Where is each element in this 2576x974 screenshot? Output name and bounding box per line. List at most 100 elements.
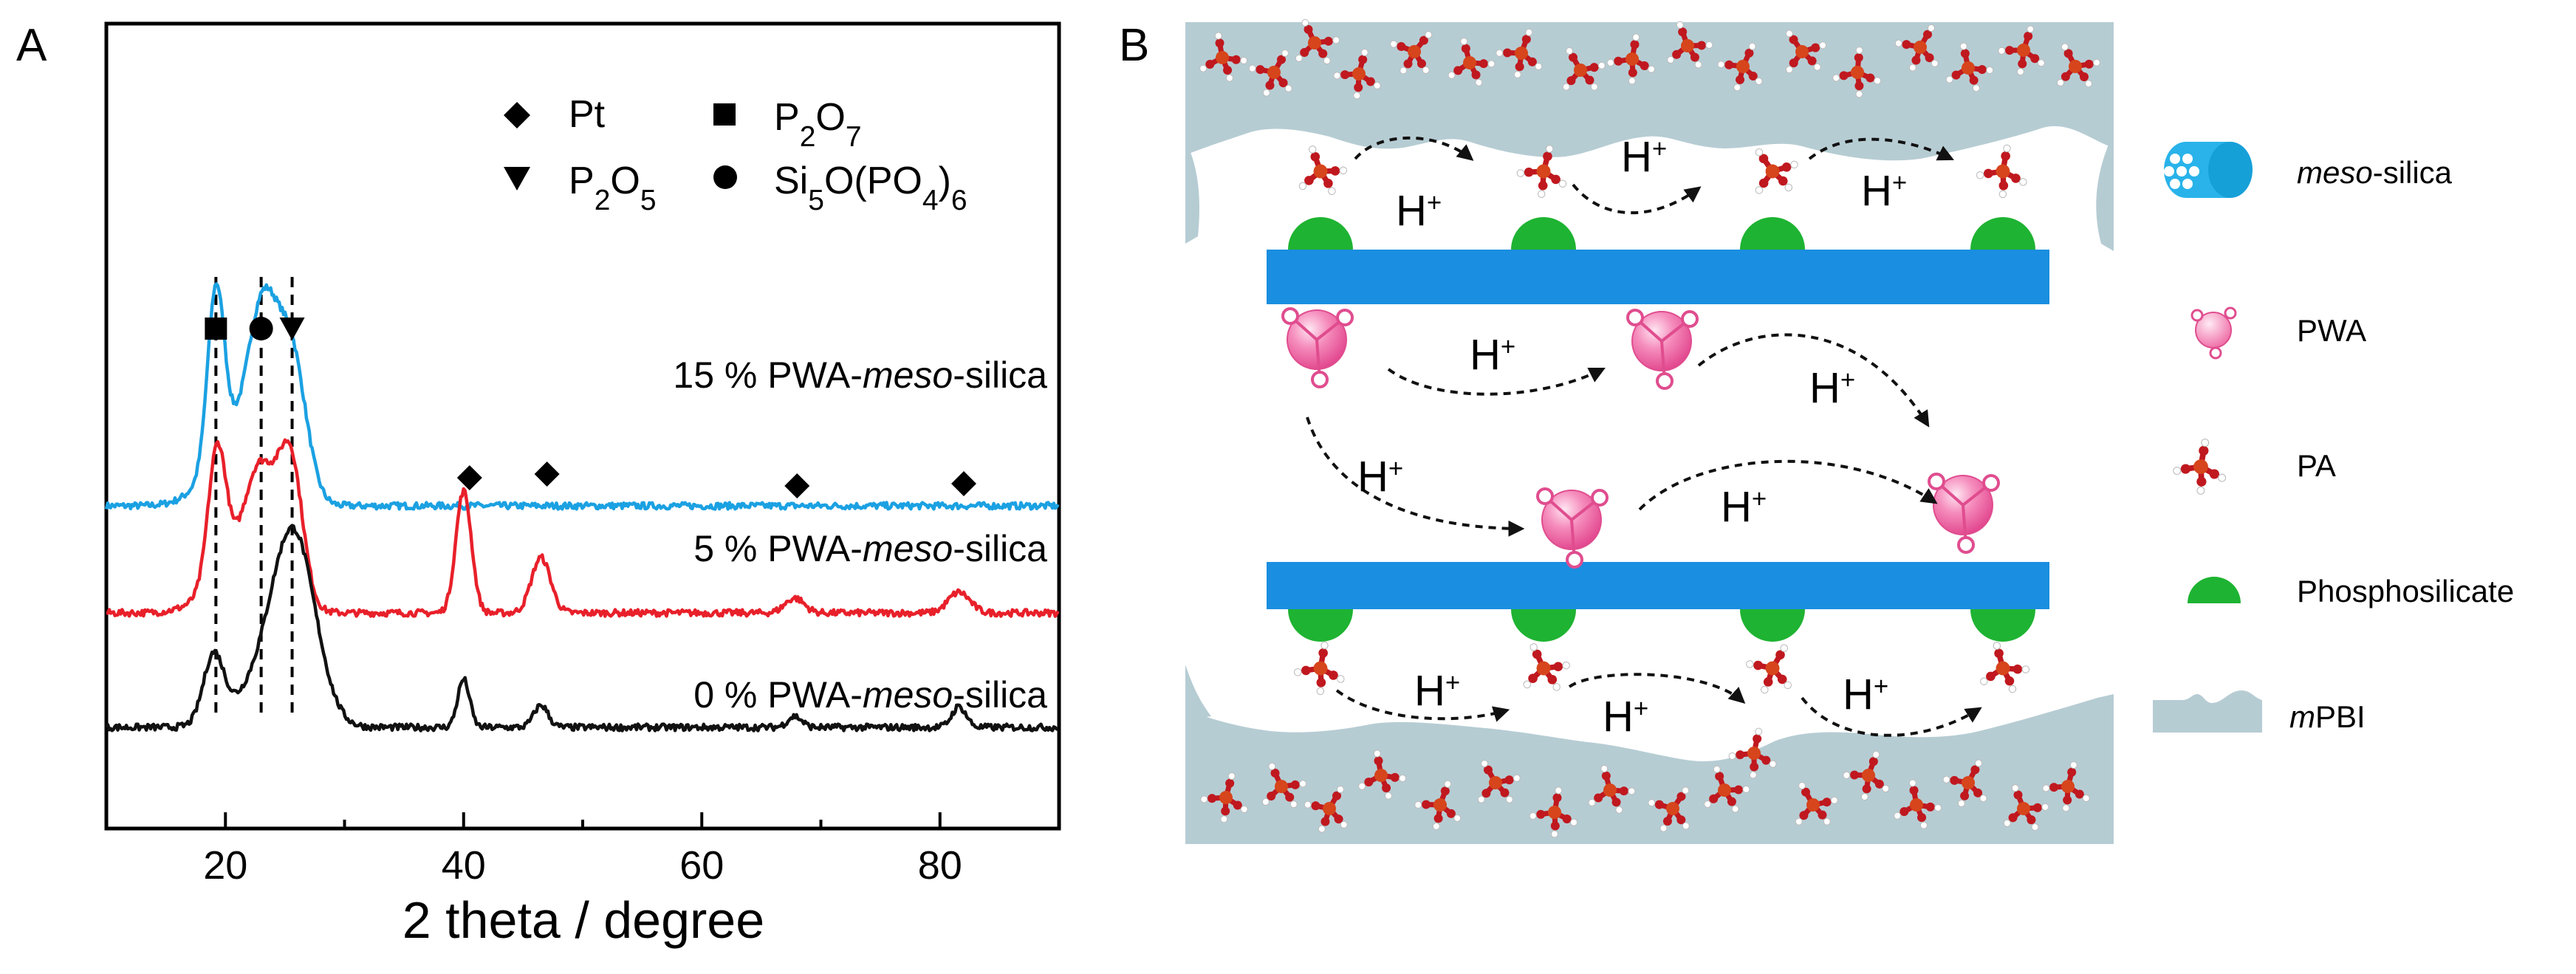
pwa-icon — [2190, 306, 2237, 360]
legend-label-pt: Pt — [569, 93, 606, 136]
x-tick-label: 40 — [442, 843, 486, 888]
pa-molecule — [2173, 439, 2227, 495]
pa-molecule — [1998, 25, 2045, 76]
pa-molecule — [1333, 49, 1381, 100]
proton-hop-arrow — [1572, 183, 1702, 215]
pa-molecule — [1516, 145, 1567, 199]
silica-bar-bottom — [1267, 562, 2049, 609]
pa-molecule — [1588, 765, 1636, 814]
proton-hop-arrow — [1306, 416, 1525, 537]
trace-label-5pct: 5 % PWA-meso-silica — [693, 528, 1047, 569]
pa-molecule — [1496, 28, 1543, 78]
proton-hop-arrow — [1808, 137, 1954, 161]
proton-label: H+ — [1861, 167, 1907, 215]
schematic-legend: meso-silica PWA PA Phosphosilicate mPBI — [2153, 142, 2514, 734]
pa-molecule — [1606, 33, 1656, 85]
proton-hop-arrow — [1697, 333, 1930, 428]
legend-mpbi-label: mPBI — [2289, 699, 2366, 734]
pa-molecule — [1529, 786, 1578, 838]
x-tick-label: 60 — [679, 843, 724, 888]
pa-molecule — [1704, 765, 1750, 813]
pa-molecule — [1976, 144, 2027, 199]
legend-diamond-marker — [504, 102, 530, 128]
pa-molecule — [1562, 47, 1606, 91]
proton-label: H+ — [1843, 671, 1888, 719]
peak-marker-diamond — [784, 473, 810, 498]
proton-label: H+ — [1621, 133, 1667, 181]
pa-molecule — [1390, 31, 1433, 75]
pa-molecule — [1980, 642, 2030, 693]
xrd-traces — [104, 282, 1060, 733]
legend-circle-marker — [713, 165, 737, 189]
pa-molecule — [1448, 38, 1496, 86]
proton-hop-arrow — [1387, 368, 1606, 396]
x-tick-label: 80 — [918, 843, 962, 888]
pa-molecule — [1248, 49, 1292, 97]
phosphosilicate-bottom — [1970, 609, 2035, 642]
phosphosilicate-top — [1970, 217, 2035, 250]
x-axis-label: 2 theta / degree — [402, 891, 764, 949]
pa-molecule — [2042, 761, 2090, 812]
pwa-molecule — [1536, 487, 1609, 569]
phosphosilicate-bottom — [1511, 609, 1576, 642]
pa-molecule — [1523, 643, 1570, 691]
trace-15-pwa-meso-silica — [104, 282, 1060, 511]
proton-label: H+ — [1721, 483, 1767, 531]
pa-molecule — [1728, 727, 1777, 779]
pwa-molecule — [1928, 473, 2000, 554]
pwa-molecules — [1281, 307, 2000, 569]
phosphoric-acid-molecules — [1199, 18, 2100, 838]
pa-molecule — [1942, 759, 1987, 807]
proton-hop-arrow — [1801, 696, 1982, 737]
legend-phosphosilicate-label: Phosphosilicate — [2297, 574, 2514, 608]
pa-molecule — [1293, 641, 1345, 696]
silica-bar-top — [1267, 250, 2049, 304]
pa-molecule — [1667, 21, 1713, 69]
pa-molecule — [1298, 145, 1348, 196]
proton-hop-arrow — [1568, 673, 1746, 704]
pa-molecule — [1414, 780, 1462, 830]
x-axis: 20 40 60 80 — [203, 812, 962, 888]
panel-a: A 20 40 60 80 2 theta / degree Pt P2O7 P2O5… — [16, 20, 1061, 949]
trace-0-pwa-meso-silica — [104, 524, 1059, 733]
meso-silica-icon — [2164, 142, 2253, 198]
pa-molecule — [1894, 779, 1942, 829]
pa-molecule — [1795, 782, 1838, 826]
pa-molecule — [2056, 43, 2100, 88]
pa-molecule — [1755, 148, 1798, 194]
peak-marker-diamond — [534, 462, 560, 487]
pwa-molecule — [1281, 307, 1354, 388]
proton-label: H+ — [1414, 667, 1460, 715]
pa-molecule — [1295, 18, 1340, 65]
pa-molecule — [1477, 760, 1521, 803]
pwa-molecule — [1626, 309, 1699, 390]
pa-molecule — [1843, 750, 1890, 800]
proton-labels: H+H+H+H+H+H+H+H+H+H+ — [1357, 133, 1907, 741]
panel-a-label: A — [16, 20, 47, 71]
trace-label-0pct: 0 % PWA-meso-silica — [693, 674, 1047, 716]
legend-pwa-label: PWA — [2297, 313, 2366, 348]
peak-marker-diamond — [456, 465, 482, 490]
legend-label-si5o-po4-6: Si5O(PO4)6 — [774, 160, 967, 216]
phosphosilicate-groups — [1288, 217, 2035, 642]
proton-hopping-arrows — [1306, 136, 1982, 737]
legend-pa-label: PA — [2297, 448, 2336, 483]
pa-molecule — [1199, 32, 1248, 82]
legend-triangle-marker — [504, 167, 530, 191]
membrane-right-edge — [2096, 133, 2114, 251]
x-tick-label: 20 — [203, 843, 247, 888]
pa-icon — [2173, 439, 2227, 495]
pa-molecule — [1261, 762, 1307, 809]
phosphosilicate-icon — [2188, 577, 2241, 603]
proton-hop-arrow — [1354, 136, 1474, 161]
pa-molecule — [1945, 42, 1994, 92]
phosphosilicate-bottom — [1288, 609, 1353, 642]
chart-legend: Pt P2O7 P2O5 Si5O(PO4)6 — [504, 93, 967, 216]
trace-label-15pct: 15 % PWA-meso-silica — [673, 354, 1047, 396]
peak-marker-circle — [249, 317, 273, 340]
pa-molecule — [1200, 772, 1248, 823]
membrane-left-edge — [1185, 140, 1200, 244]
pa-molecule — [1304, 786, 1348, 833]
mpbi-icon — [2153, 690, 2262, 733]
